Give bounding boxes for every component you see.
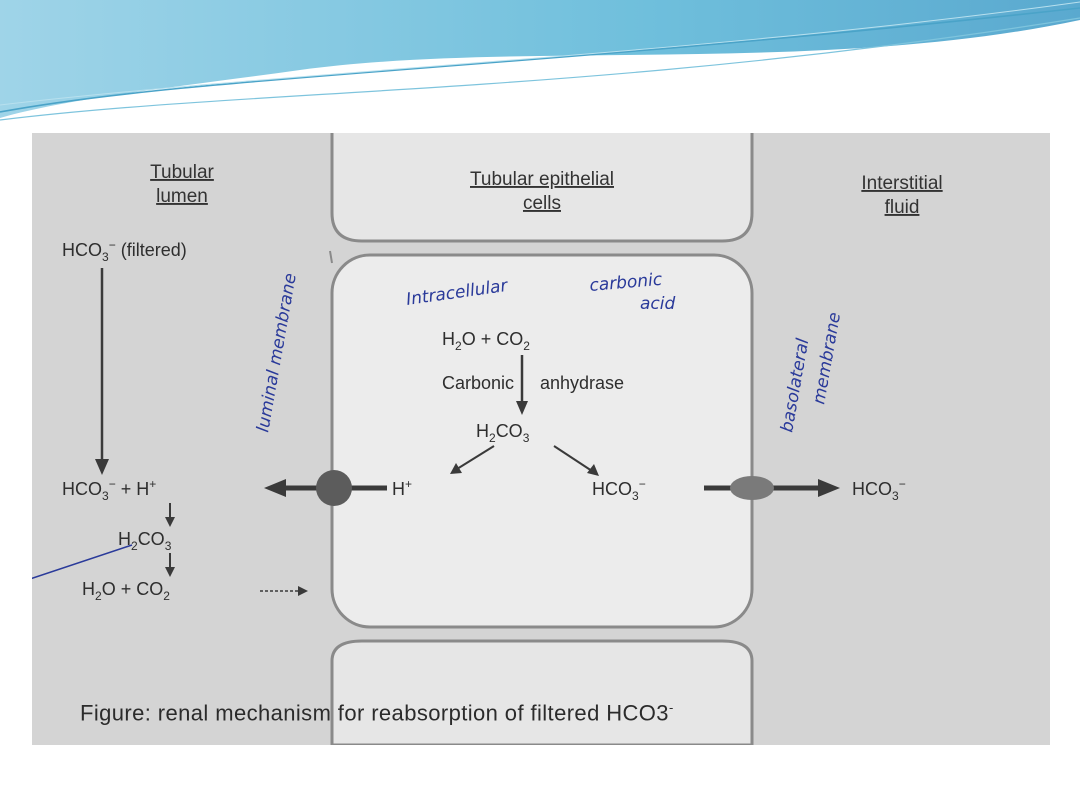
figure-caption-superscript: - xyxy=(668,700,674,715)
lumen-arrowhead-2 xyxy=(165,567,175,577)
figure-caption-text: Figure: renal mechanism for reabsorption… xyxy=(80,700,669,726)
lumen-down-arrowhead xyxy=(95,459,109,475)
label-hco3-interstitial: HCO3− xyxy=(852,477,906,503)
header-interstitial-line1: Interstitial xyxy=(861,173,942,194)
arrowhead-to-h-plus xyxy=(450,463,462,474)
handwriting-pointer-line xyxy=(32,544,133,580)
banner-wave-fill xyxy=(0,0,1080,118)
h-plus-secretion-arrowhead xyxy=(264,479,286,497)
hco3-transporter xyxy=(730,476,774,500)
handwriting-acid: acid xyxy=(640,294,675,314)
arrow-to-hco3 xyxy=(553,445,593,472)
h-plus-transporter xyxy=(316,470,352,506)
header-interstitial-line2: fluid xyxy=(885,197,920,218)
lumen-arrowhead-1 xyxy=(165,517,175,527)
header-lumen-line2: lumen xyxy=(156,186,208,207)
figure-caption: Figure: renal mechanism for reabsorption… xyxy=(80,700,1060,726)
label-hco3-cell: HCO3− xyxy=(592,477,646,503)
label-h-plus-cell: H+ xyxy=(392,477,412,499)
label-h2o-co2-cell: H2O + CO2 xyxy=(442,329,530,353)
tight-junction-top xyxy=(329,250,333,264)
hco3-exit-arrowhead xyxy=(818,479,840,497)
arrow-to-h-plus xyxy=(456,445,495,470)
epithelial-cell xyxy=(330,253,754,629)
label-hco3-filtered: HCO3− (filtered) xyxy=(62,238,187,264)
header-lumen-line1: Tubular xyxy=(150,162,214,183)
arrowhead-to-hco3 xyxy=(587,464,599,476)
renal-hco3-diagram: Tubular lumen Tubular epithelial cells I… xyxy=(32,133,1050,745)
label-h2o-co2-lumen: H2O + CO2 xyxy=(82,579,170,603)
banner-wave-line-2 xyxy=(0,17,1080,121)
label-h2co3-lumen: H2CO3 xyxy=(118,529,172,553)
header-cells-line1: Tubular epithelial xyxy=(470,169,614,190)
banner-wave-line-1 xyxy=(0,7,1080,113)
label-anhydrase: anhydrase xyxy=(540,373,624,393)
cell-top-outline xyxy=(330,133,754,243)
label-h2co3-cell: H2CO3 xyxy=(476,421,530,445)
header-cells-line2: cells xyxy=(523,193,561,214)
label-hco3-h-lumen: HCO3− + H+ xyxy=(62,477,156,503)
co2-diffusion-arrowhead xyxy=(298,586,308,596)
label-carbonic: Carbonic xyxy=(442,373,514,393)
banner-wave-line-3 xyxy=(0,1,1080,106)
carbonic-anhydrase-arrowhead xyxy=(516,401,528,415)
cell-bottom-outline xyxy=(330,639,754,745)
header-banner xyxy=(0,0,1080,121)
